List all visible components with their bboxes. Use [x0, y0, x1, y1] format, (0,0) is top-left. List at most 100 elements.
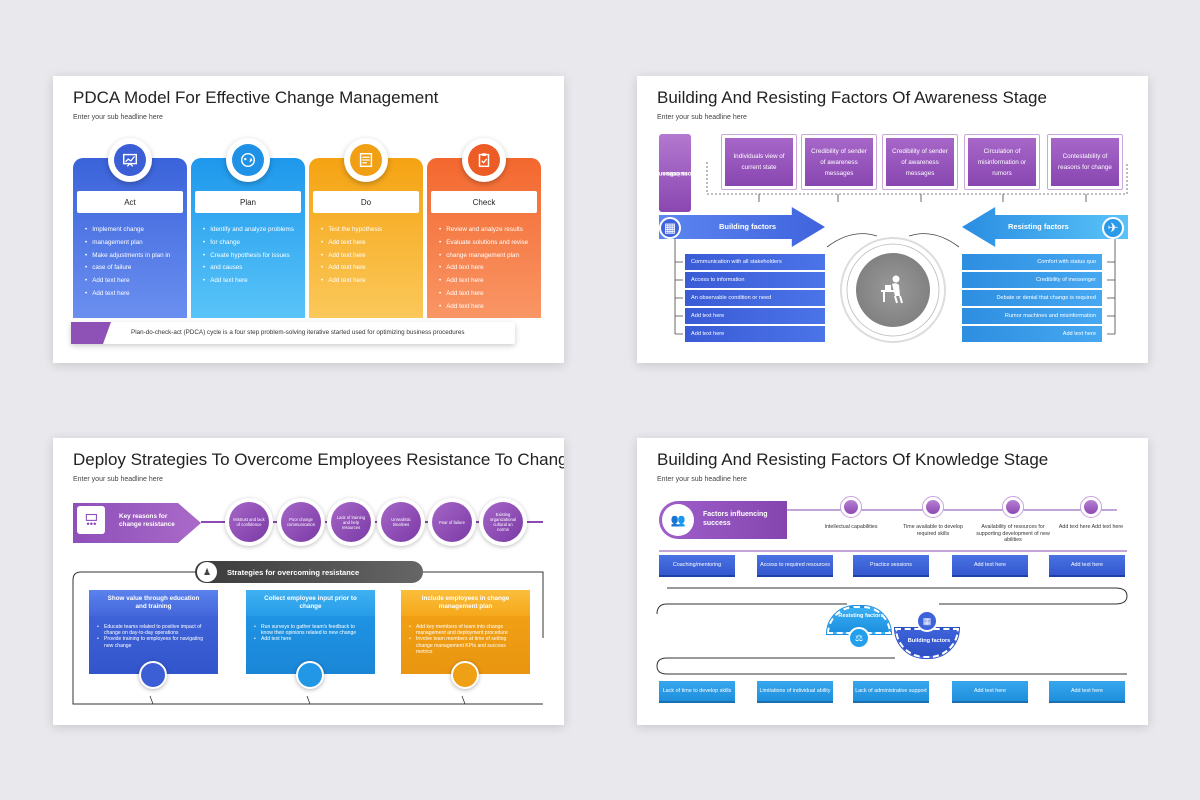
- search-icon: [1002, 496, 1024, 518]
- team-icon: [139, 661, 167, 689]
- pdca-plan-column: Plan Identify and analyze problems for c…: [191, 158, 305, 318]
- clipboard-check-icon: [478, 153, 490, 168]
- awareness-top-box: Credibility of sender of awareness messa…: [801, 134, 877, 190]
- strategy-card: Include employees in change management p…: [401, 590, 530, 674]
- list-item: Add text here: [203, 275, 299, 288]
- strategies-pill: ♟ Strategies for overcoming resistance: [195, 561, 423, 583]
- strategy-icon: ♟: [197, 562, 217, 582]
- resisting-factor-box: Lack of administrative support: [853, 681, 929, 703]
- slide-pdca[interactable]: PDCA Model For Effective Change Manageme…: [53, 76, 564, 363]
- list-item: Add text here: [85, 288, 181, 301]
- awareness-top-box: Credibility of sender of awareness messa…: [882, 134, 958, 190]
- list-item: change management plan: [439, 250, 535, 263]
- connector-lines: [674, 162, 1128, 343]
- list-item: Add text here: [85, 275, 181, 288]
- pdca-act-list: Implement change management plan Make ad…: [85, 224, 181, 301]
- checklist-icon: [359, 152, 373, 168]
- building-icon: ▦: [916, 610, 938, 632]
- slide-awareness[interactable]: Building And Resisting Factors Of Awaren…: [637, 76, 1148, 363]
- list-item: Create hypothesis for issues: [203, 250, 299, 263]
- reason-bubble: Poor change communication: [277, 498, 325, 546]
- pdca-tab-act: Act: [77, 191, 183, 213]
- key-reasons-label: Key reasons for change resistance: [119, 513, 175, 528]
- pdca-check-column: Check Review and analyze results Evaluat…: [427, 158, 541, 318]
- list-item: Comfort with status quo: [962, 254, 1102, 270]
- list-item: Add text here: [685, 326, 825, 342]
- building-factor-box: Practice sessions: [853, 555, 929, 577]
- list-item: case of failure: [85, 262, 181, 275]
- list-item: Test the hypothesis: [321, 224, 417, 237]
- pdca-do-list: Test the hypothesis Add text here Add te…: [321, 224, 417, 288]
- list-item: Review and analyze results: [439, 224, 535, 237]
- awareness-top-box: Circulation of misinformation or rumors: [964, 134, 1040, 190]
- slide-subtitle: Enter your sub headline here: [73, 114, 163, 121]
- pdca-footer: Plan-do-check-act (PDCA) cycle is a four…: [71, 322, 515, 344]
- list-item: Add text here: [321, 275, 417, 288]
- list-item: Communication with all stakeholders: [685, 254, 825, 270]
- slide-title: Building And Resisting Factors Of Awaren…: [657, 88, 1047, 107]
- factor-label: Time available to develop required skill…: [903, 524, 963, 537]
- cycle-icon: [451, 661, 479, 689]
- pdca-tab-plan: Plan: [195, 191, 301, 213]
- resisting-factor-box: Limitations of individual ability: [757, 681, 833, 703]
- resisting-factor-box: Lack of time to develop skills: [659, 681, 735, 703]
- do-icon-circle: [344, 138, 388, 182]
- list-item: Identify and analyze problems: [203, 224, 299, 237]
- awareness-top-box: Individuals view of current state: [721, 134, 797, 190]
- building-factor-box: Add text here: [952, 555, 1028, 577]
- list-item: Add text here: [321, 250, 417, 263]
- resisting-icon: ⚖: [848, 627, 870, 649]
- act-icon-circle: [108, 138, 152, 182]
- list-item: Add text here: [439, 301, 535, 314]
- slide-title: Deploy Strategies To Overcome Employees …: [73, 450, 564, 469]
- slide-title: PDCA Model For Effective Change Manageme…: [73, 88, 439, 107]
- reason-bubble: Fear of failure: [428, 498, 476, 546]
- slide-subtitle: Enter your sub headline here: [73, 476, 163, 483]
- pdca-do-column: Do Test the hypothesis Add text here Add…: [309, 158, 423, 318]
- list-item: and causes: [203, 262, 299, 275]
- list-item: Debate or denial that change is required: [962, 290, 1102, 306]
- factor-label: Intellectual capabilities: [824, 524, 878, 530]
- factor-label: Availability of resources for supporting…: [976, 524, 1050, 543]
- building-icon: ▦: [659, 217, 681, 239]
- slide-knowledge[interactable]: Building And Resisting Factors Of Knowle…: [637, 438, 1148, 725]
- check-icon-circle: [462, 138, 506, 182]
- list-item: Add text here: [962, 326, 1102, 342]
- pdca-plan-list: Identify and analyze problems for change…: [203, 224, 299, 288]
- brain-icon: [840, 496, 862, 518]
- awareness-top-box: Contestability of reasons for change: [1047, 134, 1123, 190]
- person-at-desk-icon: [856, 253, 930, 327]
- people-icon: 👥: [662, 504, 694, 536]
- slide-title: Building And Resisting Factors Of Knowle…: [657, 450, 1049, 469]
- reason-bubble: Mistrust and lack of confidence: [225, 498, 273, 546]
- list-item: An observable condition or need: [685, 290, 825, 306]
- feedback-icon: [296, 661, 324, 689]
- list-item: Add text here: [439, 275, 535, 288]
- meeting-icon: [77, 506, 105, 534]
- list-item: Add text here: [321, 262, 417, 275]
- factor-label: Add text here Add text here: [1058, 524, 1124, 530]
- list-item: for change: [203, 237, 299, 250]
- list-item: Add text here: [439, 288, 535, 301]
- list-item: Access to information: [685, 272, 825, 288]
- pdca-check-list: Review and analyze results Evaluate solu…: [439, 224, 535, 314]
- building-factor-box: Access to required resources: [757, 555, 833, 577]
- slide-subtitle: Enter your sub headline here: [657, 114, 747, 121]
- chart-board-icon: [122, 153, 138, 167]
- slide-subtitle: Enter your sub headline here: [657, 476, 747, 483]
- pdca-act-column: Act Implement change management plan Mak…: [73, 158, 187, 318]
- pdca-tab-do: Do: [313, 191, 419, 213]
- resisting-factor-box: Add text here: [952, 681, 1028, 703]
- list-item: Credibility of messenger: [962, 272, 1102, 288]
- list-item: Add text here: [321, 237, 417, 250]
- list-item: Evaluate solutions and revise: [439, 237, 535, 250]
- factors-influencing-arrow: 👥 Factors influencing success: [659, 501, 787, 539]
- plan-icon-circle: [226, 138, 270, 182]
- rocket-icon: [922, 496, 944, 518]
- building-factor-box: Add text here: [1049, 555, 1125, 577]
- slide-strategies[interactable]: Deploy Strategies To Overcome Employees …: [53, 438, 564, 725]
- pdca-tab-check: Check: [431, 191, 537, 213]
- list-item: Rumor machines and misinformation: [962, 308, 1102, 324]
- reason-bubble: Lack of training and help resources: [327, 498, 375, 546]
